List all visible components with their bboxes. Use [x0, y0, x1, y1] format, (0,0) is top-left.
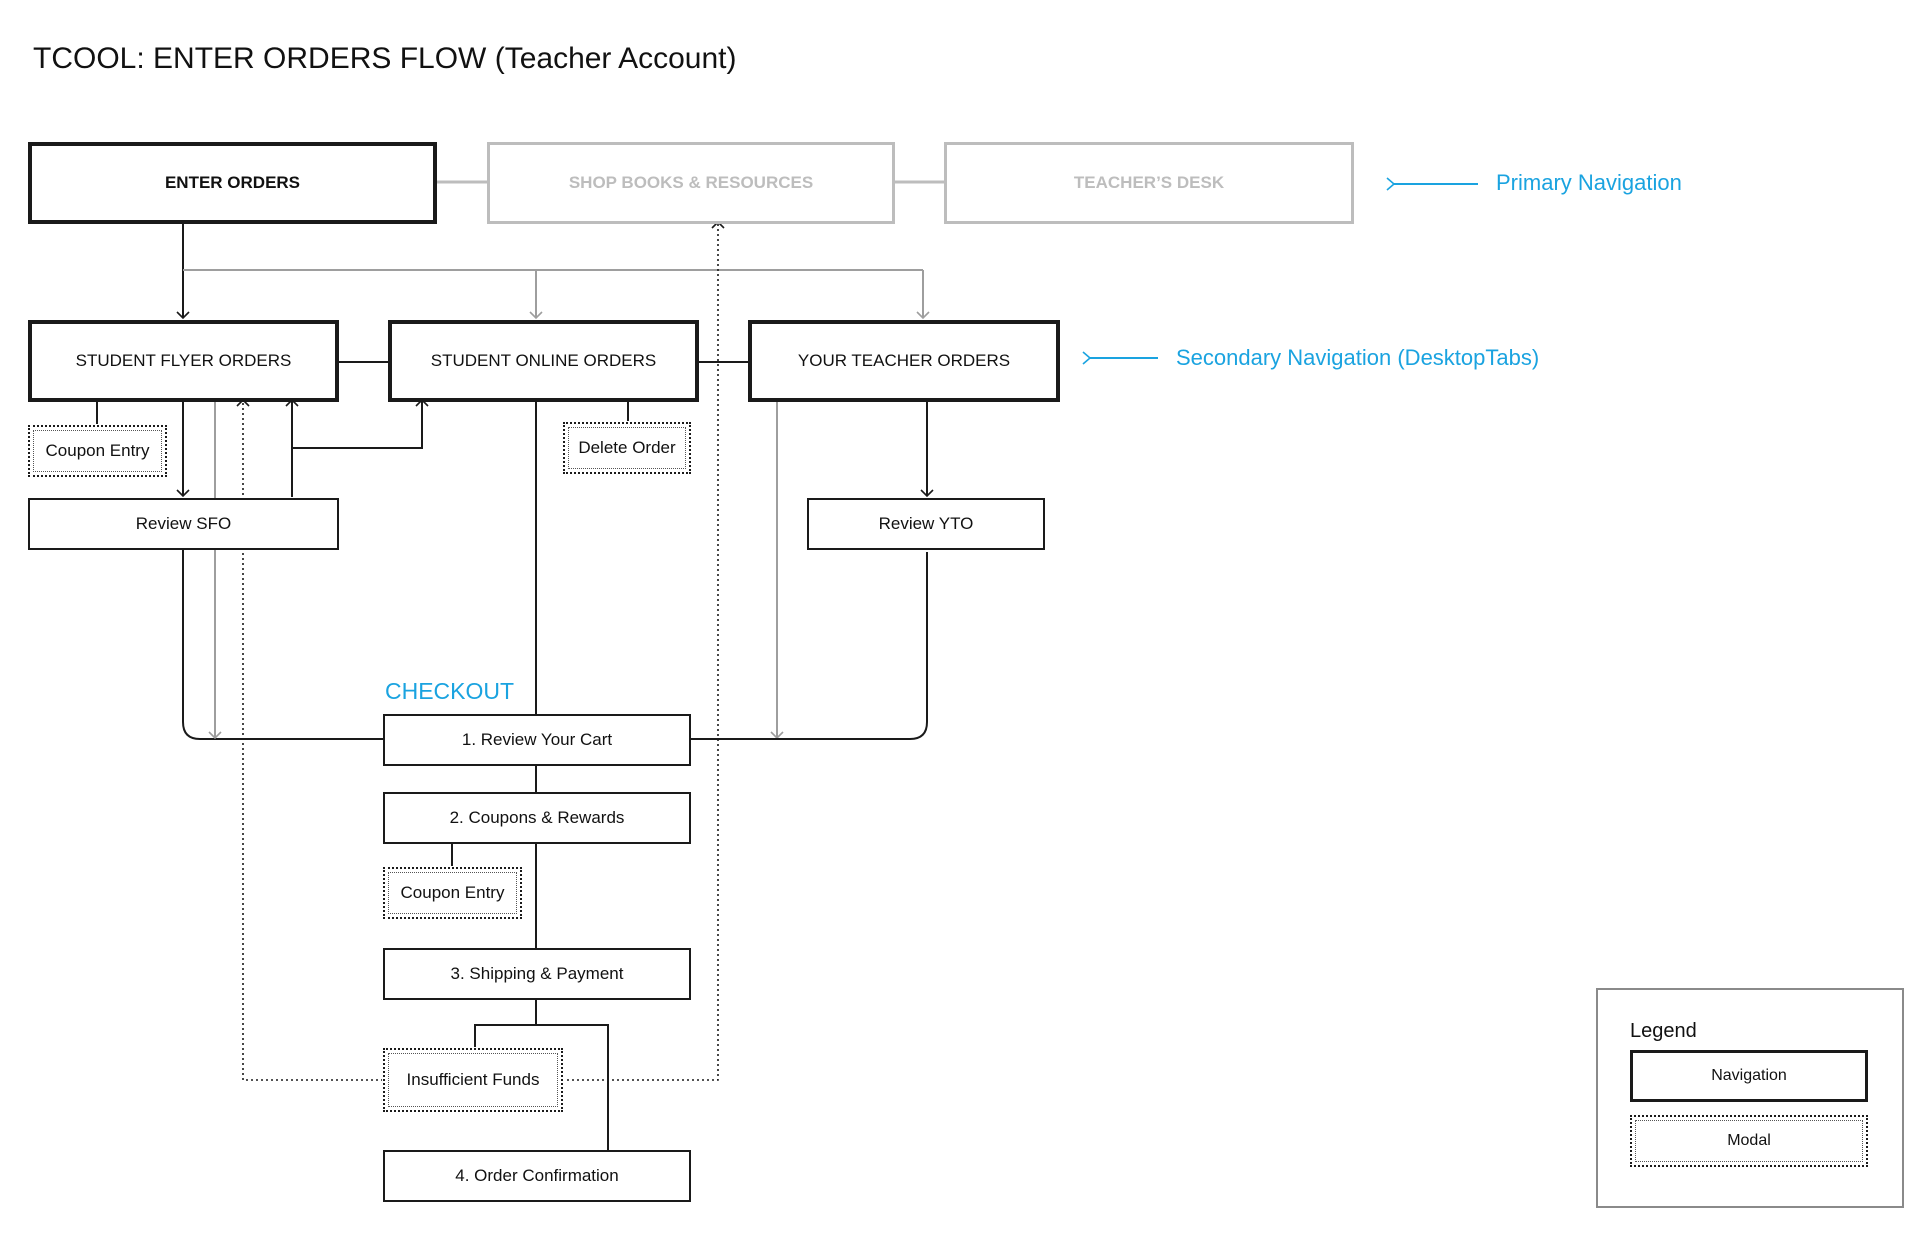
checkout-step-shipping-payment[interactable]: 3. Shipping & Payment [383, 948, 691, 1000]
legend-title: Legend [1630, 1020, 1697, 1042]
checkout-step-coupons-rewards[interactable]: 2. Coupons & Rewards [383, 792, 691, 844]
connector-insufficient-to-sfo [236, 398, 383, 1081]
coupon-entry-sfo-modal[interactable]: Coupon Entry [27, 424, 168, 478]
delete-order-modal[interactable]: Delete Order [562, 421, 692, 475]
primary-nav-shop-books[interactable]: SHOP BOOKS & RESOURCES [487, 142, 895, 224]
diagram-title: TCOOL: ENTER ORDERS FLOW (Teacher Accoun… [33, 42, 737, 75]
checkout-step-order-confirmation[interactable]: 4. Order Confirmation [383, 1150, 691, 1202]
review-yto-page[interactable]: Review YTO [807, 498, 1045, 550]
primary-nav-teachers-desk[interactable]: TEACHER’S DESK [944, 142, 1354, 224]
coupon-entry-checkout-modal[interactable]: Coupon Entry [382, 866, 523, 920]
primary-nav-annotation: Primary Navigation [1496, 170, 1682, 195]
tab-student-online-orders[interactable]: STUDENT ONLINE ORDERS [388, 320, 699, 402]
insufficient-funds-modal[interactable]: Insufficient Funds [382, 1047, 564, 1113]
connector-insufficient-to-shop [562, 220, 725, 1081]
checkout-label: CHECKOUT [385, 678, 515, 704]
connector-step3-insufficient [474, 1024, 609, 1150]
connector-review-sfo-cart [182, 548, 383, 740]
review-sfo-page[interactable]: Review SFO [28, 498, 339, 550]
tab-your-teacher-orders[interactable]: YOUR TEACHER ORDERS [748, 320, 1060, 402]
checkout-step-review-cart[interactable]: 1. Review Your Cart [383, 714, 691, 766]
secondary-nav-annotation: Secondary Navigation (DesktopTabs) [1176, 345, 1540, 370]
legend: Legend Navigation Modal [1596, 988, 1904, 1208]
connector-review-sfo-to-soo [292, 398, 429, 449]
legend-modal-sample: Modal [1629, 1114, 1869, 1168]
primary-nav-enter-orders[interactable]: ENTER ORDERS [28, 142, 437, 224]
connector-review-yto-cart [690, 552, 928, 740]
legend-navigation-sample: Navigation [1630, 1050, 1868, 1102]
tab-student-flyer-orders[interactable]: STUDENT FLYER ORDERS [28, 320, 339, 402]
